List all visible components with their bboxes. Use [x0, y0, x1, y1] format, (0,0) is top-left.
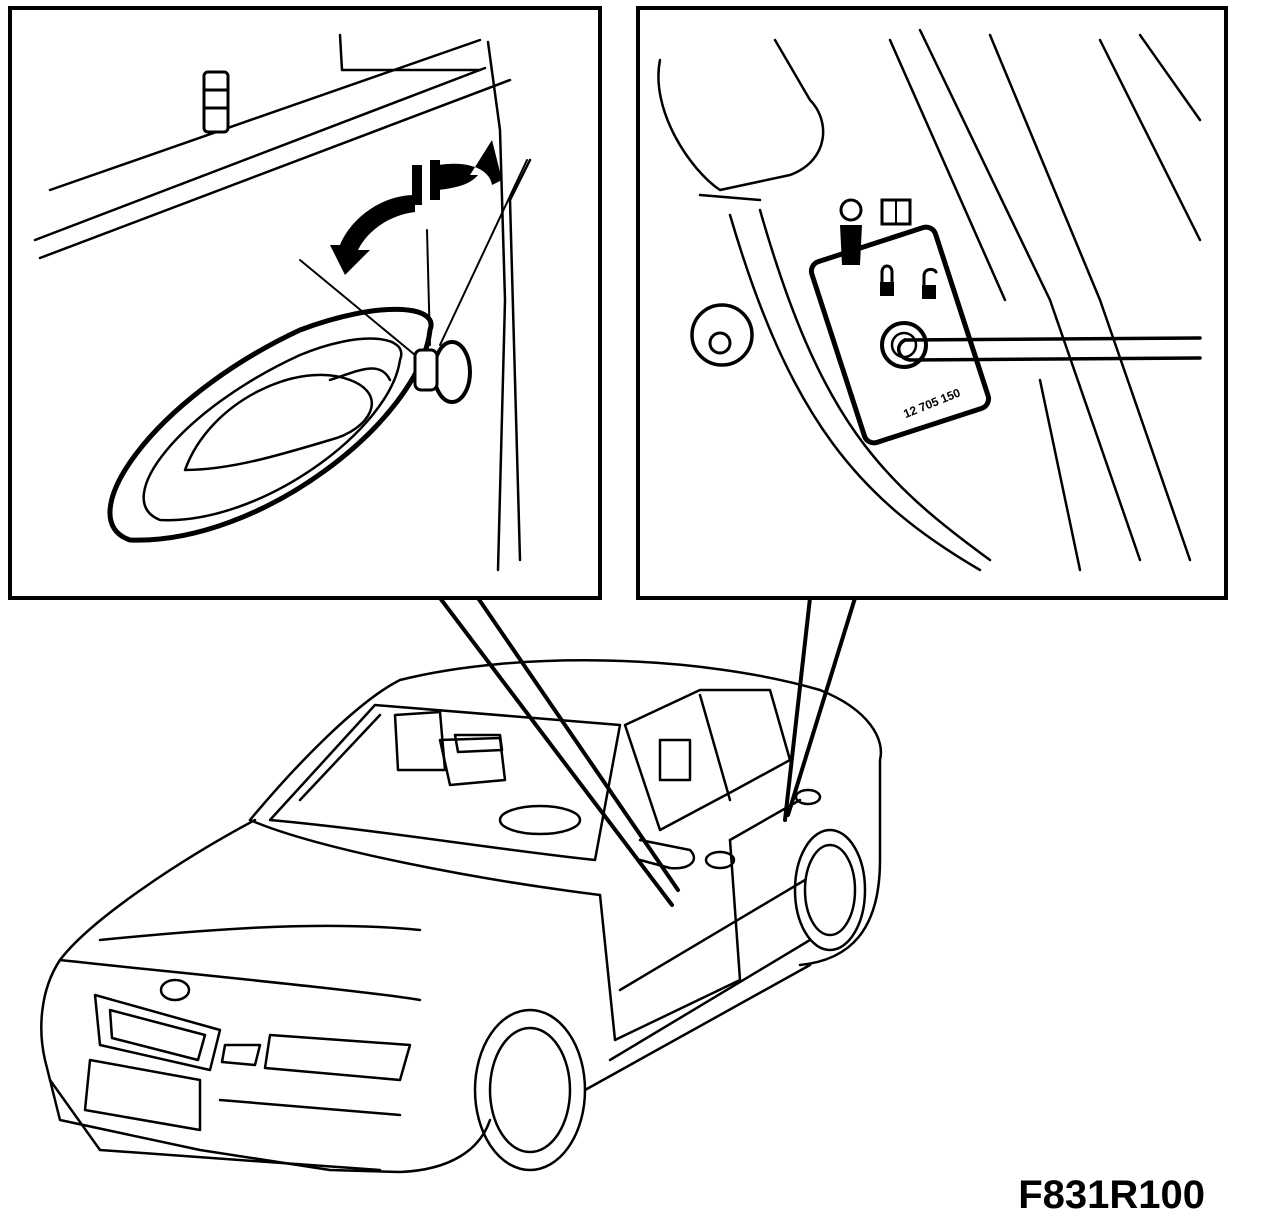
drain-plug-icon [690, 303, 754, 367]
child-lock-icon [808, 198, 992, 446]
door-handle-detail-panel [8, 6, 602, 600]
door-handle-icon [107, 306, 434, 543]
door-edge-lines [657, 28, 1202, 572]
car-icon [40, 659, 883, 1174]
key-tool-icon [897, 336, 1202, 362]
detail-frame-left [8, 6, 602, 600]
child-lock-detail-panel: 12 705 150 [636, 6, 1228, 600]
figure-code: F831R100 [1018, 1173, 1205, 1217]
lock-cylinder-icon [413, 340, 472, 404]
rotate-arrow-icon [330, 140, 502, 275]
leader-lines-left [299, 159, 528, 356]
door-panel-lines [33, 33, 532, 572]
lock-pin-icon [202, 70, 230, 134]
